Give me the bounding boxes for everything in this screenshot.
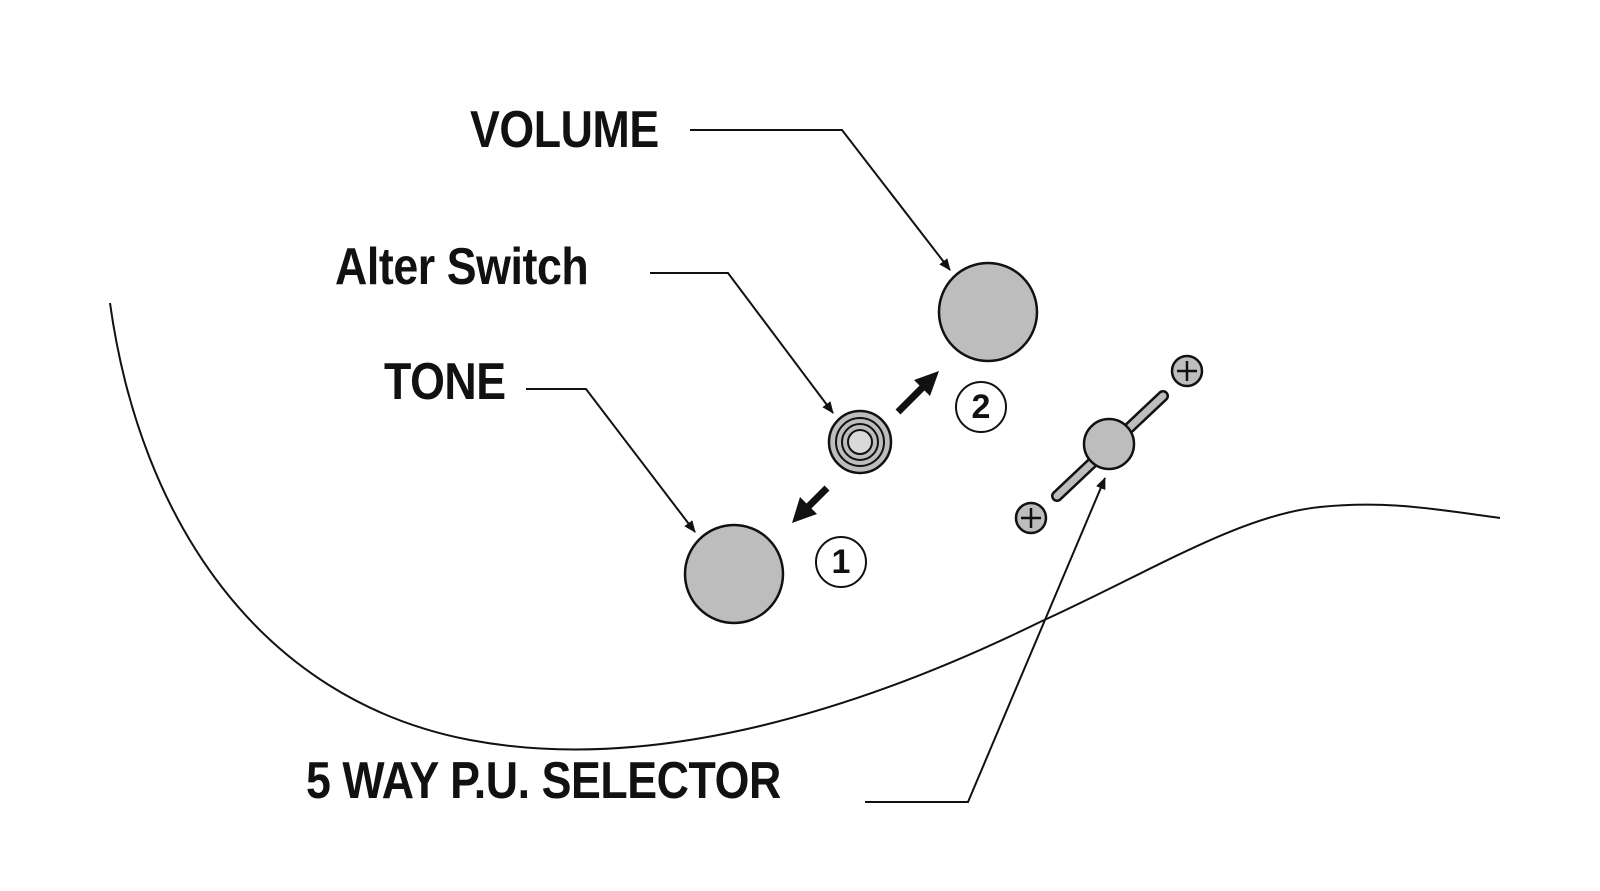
volume-label: VOLUME xyxy=(470,101,659,159)
pickguard-outline-curve xyxy=(1039,503,1501,623)
volume-knob-icon[interactable] xyxy=(937,261,1039,363)
tone-knob-icon[interactable] xyxy=(683,523,785,625)
selector-leader-line xyxy=(865,477,1106,803)
tone-leader-line xyxy=(526,388,696,533)
position-2-badge: 2 xyxy=(955,381,1007,433)
selector-label: 5 WAY P.U. SELECTOR xyxy=(306,752,781,810)
selector-screw-top-icon xyxy=(1170,354,1204,388)
alter-switch-label: Alter Switch xyxy=(335,238,589,296)
body-outline-curve xyxy=(109,302,1041,751)
selector-screw-bottom-icon xyxy=(1014,501,1048,535)
position-1-badge: 1 xyxy=(815,536,867,588)
direction-arrow-1-icon xyxy=(792,485,830,523)
alter-switch-leader-line xyxy=(650,272,834,414)
alter-switch-icon[interactable] xyxy=(827,409,893,475)
selector-switch-icon[interactable] xyxy=(1051,390,1169,502)
tone-label: TONE xyxy=(384,353,506,411)
volume-leader-line xyxy=(690,129,951,271)
direction-arrow-2-icon xyxy=(895,371,939,415)
